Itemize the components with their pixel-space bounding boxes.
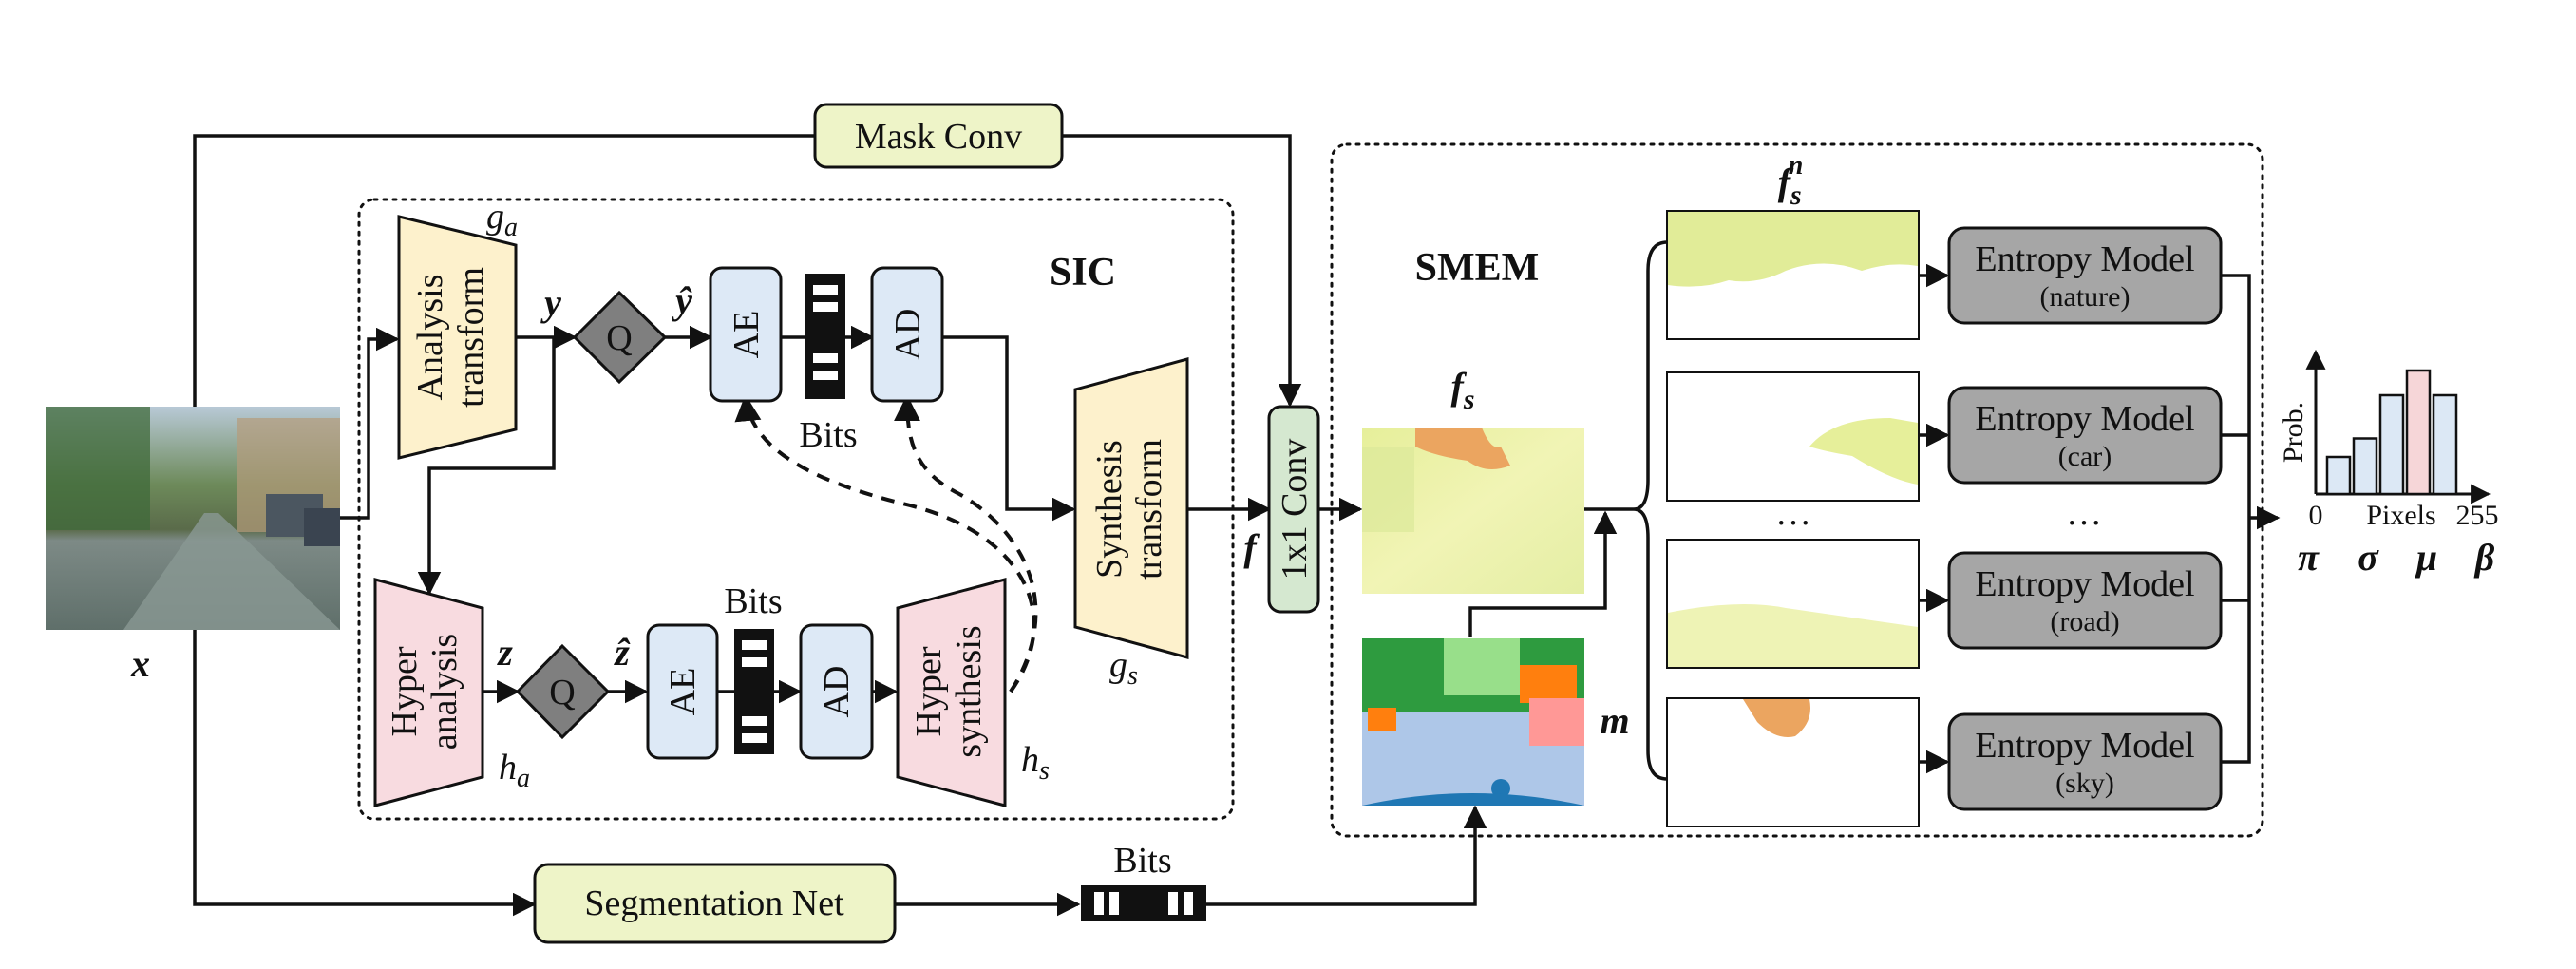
ae-bottom-label: AE	[663, 668, 703, 716]
feature-map-nature	[1666, 210, 1920, 340]
quantizer-top	[572, 290, 668, 385]
hyper-analysis-label-2: analysis	[425, 634, 464, 750]
hyper-analysis-trapezoid	[373, 578, 484, 808]
dashed-connections	[734, 394, 1038, 694]
smem-container	[1330, 142, 2264, 838]
param-mu: μ	[2415, 536, 2437, 579]
ad-top-box	[870, 266, 944, 403]
entropy-model-class: (sky)	[2055, 768, 2114, 799]
ad-bottom-box	[799, 623, 874, 760]
entropy-model-road: Entropy Model (road)	[1947, 551, 2223, 650]
entropy-model-sky: Entropy Model (sky)	[1947, 712, 2223, 811]
mask-conv-box	[813, 103, 1064, 169]
segmentation-map-m	[1362, 638, 1584, 806]
hyper-synthesis-label-1: Hyper	[909, 646, 949, 736]
hyper-analysis-label-1: Hyper	[385, 646, 425, 736]
bits-segmentation-label: Bits	[1113, 841, 1171, 881]
entropy-model-nature: Entropy Model (nature)	[1947, 226, 2223, 325]
symbol-z-hat: ẑ	[613, 631, 631, 674]
probability-histogram: Prob. 0 Pixels 255	[2278, 349, 2499, 531]
symbol-z: z	[496, 631, 513, 674]
smem-title: SMEM	[1415, 246, 1540, 290]
entropy-model-class: (car)	[2058, 441, 2112, 472]
hist-bar	[2352, 437, 2378, 496]
symbol-f: f	[1243, 526, 1260, 569]
synthesis-transform-label-2: transform	[1129, 439, 1169, 580]
feature-map-car	[1666, 371, 1920, 502]
ad-bottom-label: AD	[817, 666, 857, 718]
param-sigma: σ	[2358, 536, 2379, 579]
quantizer-top-label: Q	[606, 318, 632, 358]
symbol-g-a: ga	[486, 197, 518, 242]
connection-lines	[193, 134, 2281, 917]
segmentation-net-label: Segmentation Net	[584, 884, 844, 923]
bitstream-top	[805, 274, 845, 399]
hist-x-zero: 0	[2309, 500, 2323, 531]
bitstream-bottom	[734, 629, 774, 754]
entropy-model-title: Entropy Model	[1975, 726, 2194, 766]
hyper-synthesis-trapezoid	[896, 578, 1007, 808]
entropy-model-car: Entropy Model (car)	[1947, 386, 2223, 484]
symbol-m: m	[1600, 699, 1629, 742]
quantizer-bottom	[515, 643, 611, 740]
feature-map-fs	[1362, 428, 1584, 594]
hist-bar	[2378, 393, 2405, 496]
bits-top-label: Bits	[799, 415, 857, 455]
entropy-model-title: Entropy Model	[1975, 564, 2194, 604]
entropy-model-title: Entropy Model	[1975, 399, 2194, 439]
feature-map-sky	[1666, 697, 1920, 827]
entropy-model-class: (nature)	[2040, 281, 2131, 313]
symbol-h-s: hs	[1021, 740, 1050, 786]
analysis-transform-label-2: transform	[451, 267, 491, 408]
bitstream-segmentation	[1081, 885, 1206, 922]
quantizer-bottom-label: Q	[549, 673, 575, 712]
symbol-fsn: fsn	[1778, 151, 1804, 211]
synthesis-transform-label-1: Synthesis	[1089, 440, 1129, 579]
hist-x-label: Pixels	[2366, 500, 2435, 531]
dots-entropy-models: …	[2066, 493, 2102, 533]
ae-bottom-box	[646, 623, 719, 760]
synthesis-transform-trapezoid	[1073, 357, 1189, 659]
sic-title: SIC	[1050, 251, 1116, 294]
conv1x1-box	[1267, 405, 1320, 614]
symbol-h-a: ha	[499, 748, 530, 793]
analysis-transform-trapezoid	[397, 215, 518, 460]
input-image	[46, 407, 340, 630]
hyper-synthesis-label-2: synthesis	[949, 625, 989, 757]
dots-feature-maps: …	[1775, 493, 1811, 533]
symbol-y-hat: ŷ	[672, 279, 692, 322]
ae-top-box	[709, 266, 783, 403]
param-beta: β	[2473, 536, 2495, 579]
symbol-y: y	[540, 281, 561, 324]
conv1x1-label: 1x1 Conv	[1275, 439, 1315, 580]
hist-bar	[2325, 455, 2352, 496]
hist-x-255: 255	[2456, 500, 2499, 531]
symbol-x: x	[130, 642, 150, 685]
bits-bottom-label: Bits	[724, 581, 782, 621]
hist-bar	[2405, 369, 2432, 496]
entropy-model-class: (road)	[2050, 606, 2119, 637]
hist-y-label: Prob.	[2278, 402, 2309, 463]
ad-top-label: AD	[888, 309, 928, 361]
entropy-model-title: Entropy Model	[1975, 239, 2194, 279]
symbol-g-s: gs	[1109, 645, 1138, 691]
analysis-transform-label-1: Analysis	[410, 275, 450, 401]
param-pi: π	[2298, 536, 2320, 579]
symbol-fs: fs	[1450, 365, 1474, 415]
segmentation-net-box	[533, 863, 897, 944]
ae-top-label: AE	[727, 311, 767, 359]
mask-conv-label: Mask Conv	[855, 117, 1022, 157]
hist-bar	[2432, 393, 2458, 496]
feature-map-road	[1666, 539, 1920, 669]
